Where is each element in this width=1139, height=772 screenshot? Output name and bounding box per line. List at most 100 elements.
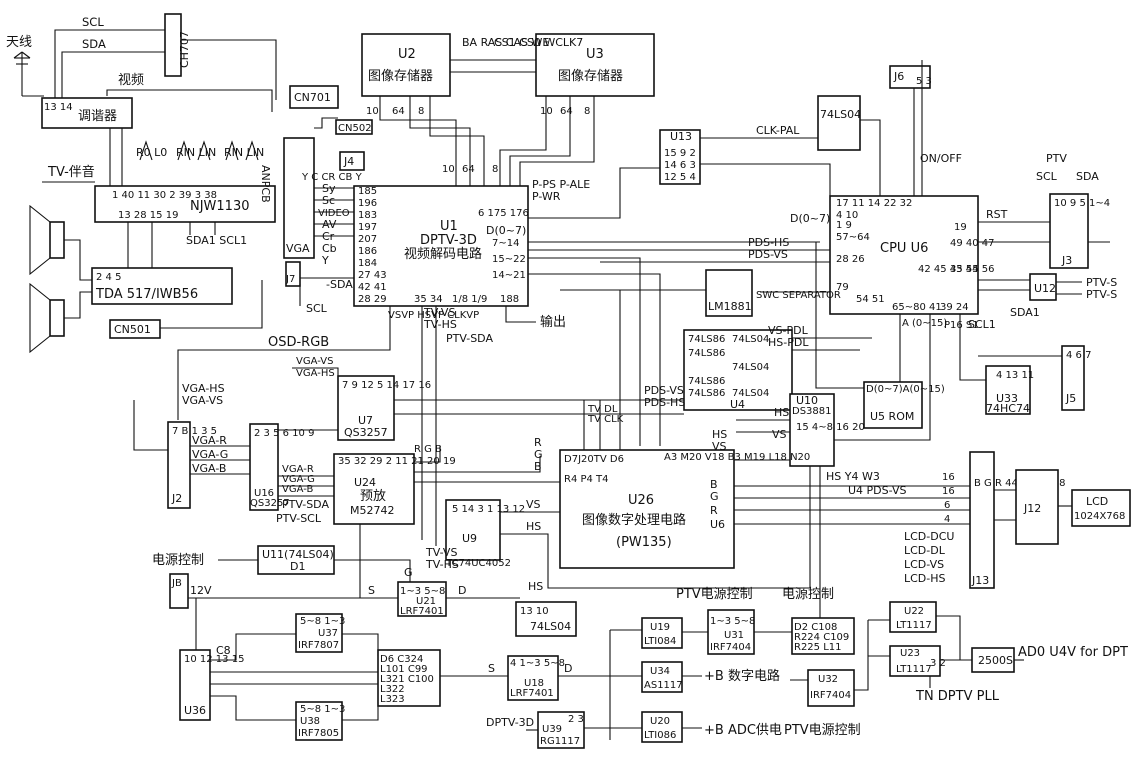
u16-name: U16 (254, 488, 274, 499)
u13-box (659, 129, 701, 185)
u12-box (1029, 273, 1057, 301)
u10-pins: 15 4~8 16 20 (796, 422, 865, 433)
u16-pins: 2 3 5 6 10 9 (254, 428, 314, 439)
j4-label: J4 (343, 155, 354, 168)
j2-pins: 7 B 1 3 5 (172, 426, 217, 437)
u3-box (535, 33, 655, 97)
u26-right-g: G (710, 490, 719, 503)
u24-pins: 35 32 29 2 11 21 20 19 (338, 456, 456, 467)
u26-pins-tl: D7J20TV D6 (564, 454, 624, 465)
u5-bus: D(0~7)A(0~15) (866, 384, 945, 395)
lcd-vs-label: LCD-VS (904, 558, 944, 571)
u28-model: 74LS04 (820, 108, 861, 121)
pds-vs-label: PDS-VS (748, 248, 788, 261)
u7-model: QS3257 (344, 426, 388, 439)
ptv-power-ctrl2-label: PTV电源控制 (784, 723, 861, 738)
cpu-pins-left-2: 1 9 (836, 220, 852, 231)
u16-box (249, 423, 279, 511)
lcd-box (1071, 489, 1131, 527)
speaker-top-icon (29, 204, 65, 276)
d6-l2: L101 C99 (380, 664, 428, 675)
anpcb-pins: Y C CR CB Y (301, 172, 363, 183)
lcd-dl-label: LCD-DL (904, 544, 946, 557)
u20-name: U20 (650, 716, 670, 727)
vga-rgb2-r: VGA-R (282, 464, 314, 475)
anpcb-label: ANPCB (259, 165, 272, 203)
sda-top-label: SDA (82, 37, 106, 51)
u1-pins-bot1: 27 43 (358, 270, 387, 281)
u2-name: U2 (398, 47, 416, 62)
tn-dptv-label: TN DPTV PLL (915, 689, 1000, 704)
sda1scl1-label: SDA1 SCL1 (186, 234, 247, 247)
n64a: 64 (392, 106, 405, 117)
cpu-pins-left-1: 4 10 (836, 210, 858, 221)
svg-text:Cr: Cr (322, 230, 335, 243)
tv-clk-label: TV CLK (587, 414, 624, 425)
svg-text:AV: AV (322, 218, 337, 231)
v2500s-label: 2500S (978, 654, 1013, 667)
sda1-r-label: SDA1 (1010, 306, 1040, 319)
u2-desc: 图像存储器 (368, 69, 433, 84)
j5-label: J5 (1065, 392, 1076, 405)
vga-hs2-label: VGA-HS (296, 368, 335, 379)
u36-box (179, 649, 211, 721)
u13-name: U13 (670, 130, 692, 143)
u18-model: LRF7401 (510, 688, 554, 699)
j5-pins: 4 6 7 (1066, 350, 1091, 361)
lcd-res: 1024X768 (1074, 511, 1125, 522)
d2-box (791, 617, 855, 655)
u21-model: LRF7401 (400, 606, 444, 617)
cpu-pins-right-4: 42 45 43 44 (918, 264, 978, 275)
ptv-label: PTV (1046, 152, 1067, 165)
n64b: 64 (560, 106, 573, 117)
tvvs-label: TV-VS (423, 306, 455, 319)
njw1130-label: NJW1130 (190, 199, 250, 214)
u1-pins-right-3: 14~21 (492, 270, 526, 281)
tuner-box (41, 97, 133, 129)
svg-text:184: 184 (358, 258, 377, 269)
pds-hs-label: PDS-HS (748, 236, 789, 249)
d6-l3: L321 C100 (380, 674, 434, 685)
hs-label: HS (774, 406, 789, 419)
svg-text:197: 197 (358, 222, 377, 233)
u37-model: IRF7807 (298, 640, 339, 651)
sda-r-label: SDA (1076, 170, 1099, 183)
u24-model: M52742 (350, 504, 394, 517)
u1-input-labels: Sy Sc VIDEO AV Cr Cb Y (318, 182, 350, 267)
u26-vs: VS (712, 440, 727, 453)
cpu-pins-right-2: 49 40 47 (950, 238, 995, 249)
power-ctrl-label: 电源控制 (152, 553, 204, 568)
rgb-u26-r: R (534, 436, 542, 449)
on-off-label: ON/OFF (920, 152, 962, 165)
u39-model: RG1117 (540, 736, 580, 747)
u13-pins-1: 15 9 2 (664, 148, 696, 159)
u23-box (889, 645, 941, 677)
osd-rgb-label: OSD-RGB (268, 335, 329, 350)
u4-l2: 74LS86 (688, 348, 725, 359)
p16-s1-label: P16 S1 (944, 320, 979, 331)
output-label: 输出 (540, 314, 566, 330)
u4-r2: 74LS04 (732, 362, 769, 373)
dptv3d-label: DPTV-3D (486, 716, 534, 729)
cn701-label: CN701 (294, 91, 331, 104)
rgb-u24: R G B (414, 444, 442, 455)
j3-box (1049, 193, 1089, 269)
u1-pins-bot5: 1/8 1/9 (452, 294, 487, 305)
tv-hs2-label: TV-HS (425, 558, 459, 571)
u32-box (807, 669, 855, 707)
u13-pins-3: 12 5 4 (664, 172, 696, 183)
u35-model: LM1881 (708, 300, 752, 313)
svg-text:VIDEO: VIDEO (318, 208, 350, 219)
u33-pins: 4 13 11 (996, 370, 1034, 381)
n8c: 8 (492, 164, 498, 175)
ad0-label: AD0 U4V for DPT (1018, 645, 1128, 660)
u32-model: IRF7404 (810, 690, 851, 701)
u12-label: U12 (1034, 282, 1056, 295)
u1-pin-numbers-left: 185 196 183 197 207 186 184 (358, 186, 377, 269)
pds-hs2-label: PDS-HS (644, 396, 685, 409)
u26-hs: HS (712, 428, 727, 441)
svg-text:185: 185 (358, 186, 377, 197)
cpu-pins-right-3: 35 55 56 (950, 264, 995, 275)
j13-box (969, 451, 995, 589)
u19-box (641, 617, 683, 649)
